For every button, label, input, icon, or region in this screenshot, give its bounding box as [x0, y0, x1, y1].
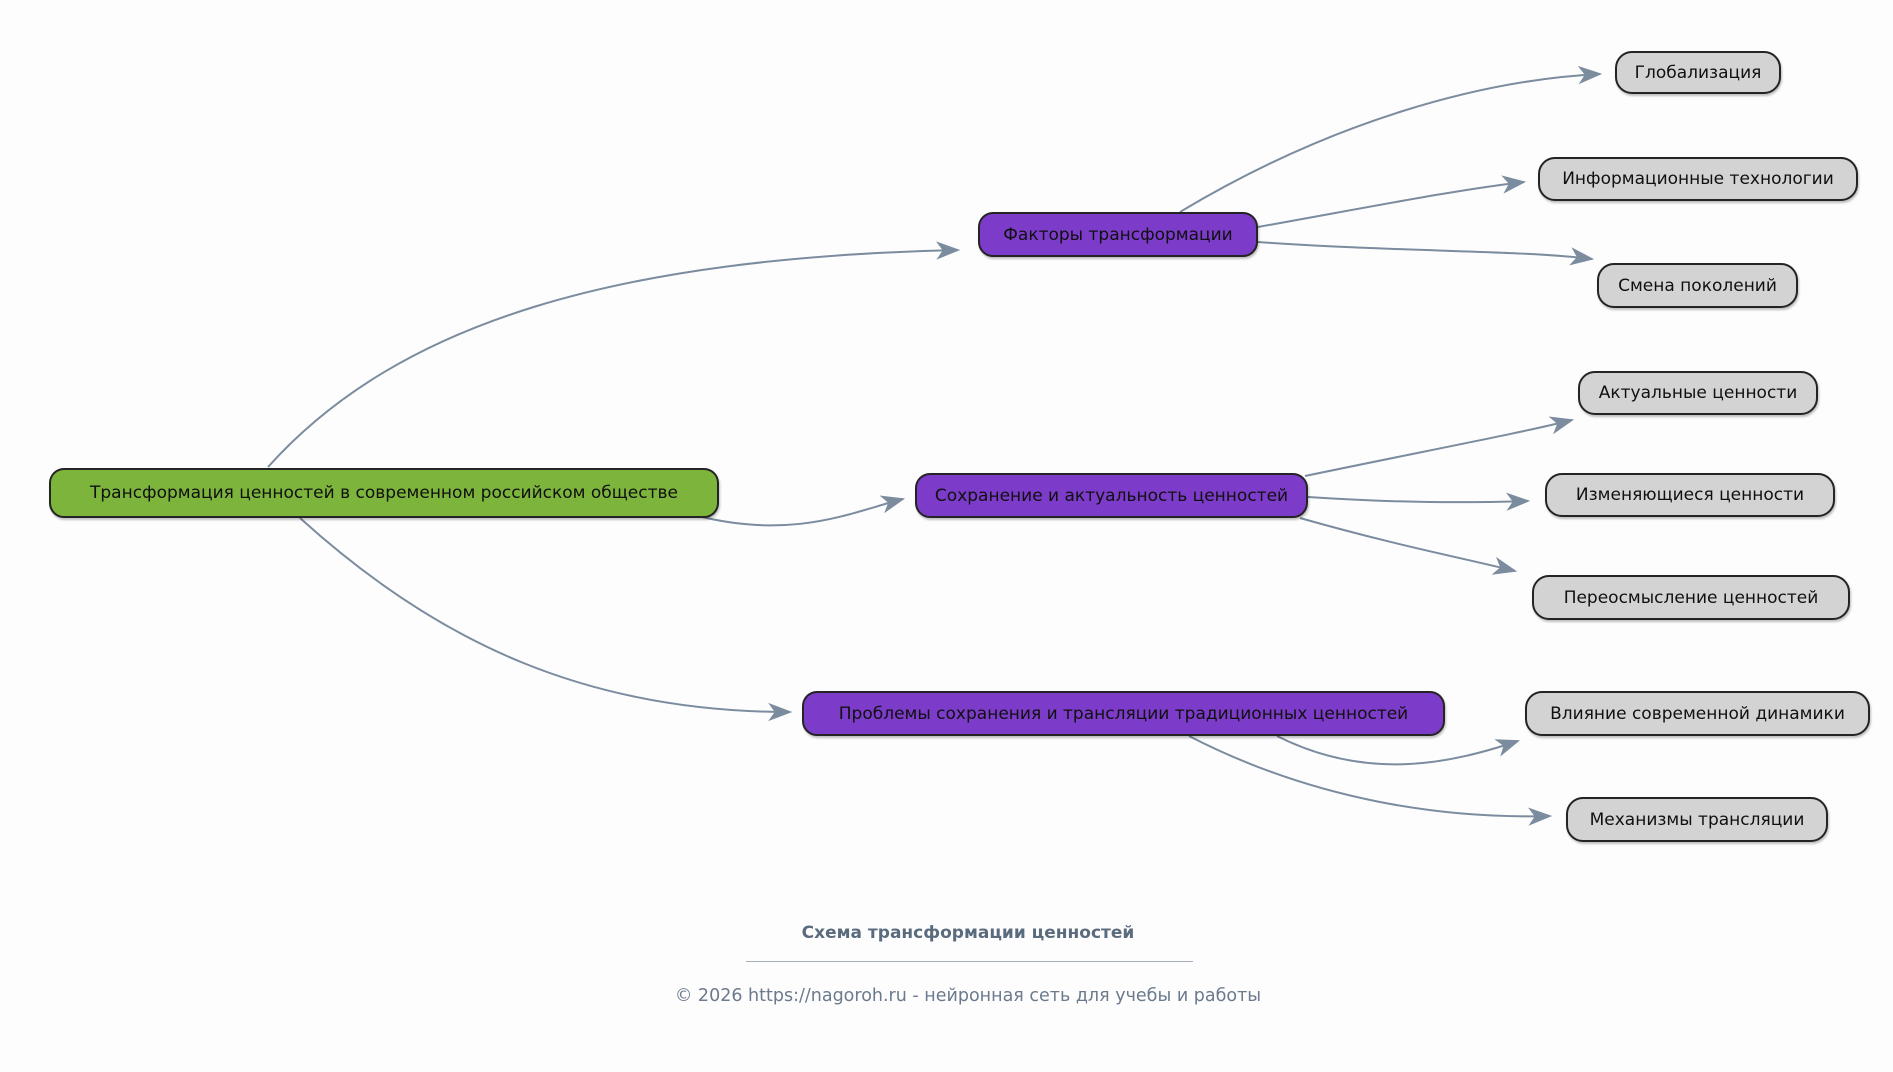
footer-copyright: © 2026 https://nagoroh.ru - нейронная се… — [674, 986, 1262, 1006]
edge-preservation-rethinking — [1299, 517, 1518, 575]
leaf-node-actual-values[interactable]: Актуальные ценности — [1578, 371, 1818, 415]
leaf-node-rethinking-values[interactable]: Переосмысление ценностей — [1532, 575, 1850, 620]
edge-root-preservation — [697, 495, 906, 527]
edge-factors-generations — [1257, 241, 1595, 266]
leaf-node-information-technologies[interactable]: Информационные технологии — [1538, 157, 1858, 201]
edge-preservation-changing — [1307, 492, 1531, 511]
edge-root-problems — [299, 517, 793, 722]
leaf-node-transmission-mechanisms[interactable]: Механизмы трансляции — [1566, 797, 1828, 842]
edge-problems-influence — [1276, 735, 1521, 766]
footer-divider — [746, 961, 1193, 962]
root-node-value-transformation[interactable]: Трансформация ценностей в современном ро… — [49, 468, 719, 518]
edge-preservation-actual — [1304, 416, 1575, 477]
leaf-node-changing-values[interactable]: Изменяющиеся ценности — [1545, 473, 1835, 517]
branch-node-traditional-values-problems[interactable]: Проблемы сохранения и трансляции традици… — [802, 691, 1445, 736]
branch-node-preservation-relevance[interactable]: Сохранение и актуальность ценностей — [915, 473, 1308, 518]
leaf-node-globalization[interactable]: Глобализация — [1615, 51, 1781, 94]
leaf-node-generation-change[interactable]: Смена поколений — [1597, 263, 1798, 308]
diagram-title: Схема трансформации ценностей — [801, 923, 1135, 943]
edge-problems-mechanisms — [1188, 735, 1553, 826]
edge-root-factors — [267, 241, 961, 468]
edge-factors-globalization — [1179, 65, 1603, 213]
edge-factors-it — [1257, 175, 1527, 228]
leaf-node-modern-dynamics-influence[interactable]: Влияние современной динамики — [1525, 691, 1870, 736]
branch-node-transformation-factors[interactable]: Факторы трансформации — [978, 212, 1258, 257]
